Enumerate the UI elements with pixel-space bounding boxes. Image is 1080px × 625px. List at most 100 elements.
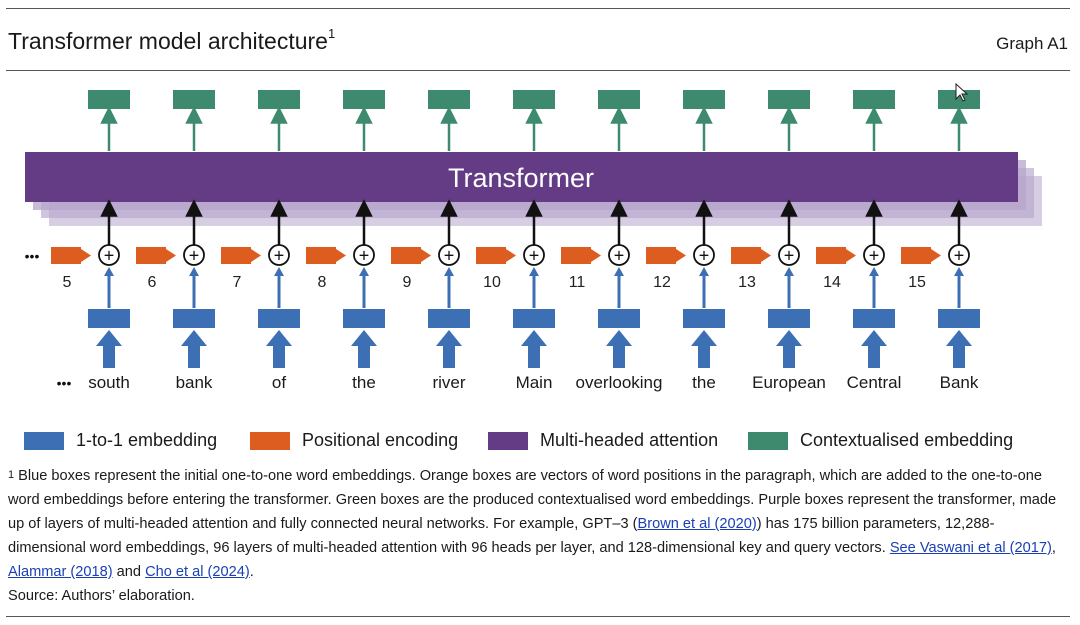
- contextualised-embedding-box: [853, 90, 895, 109]
- word-label: the: [352, 373, 376, 392]
- position-number: 15: [908, 274, 926, 291]
- word-arrow-head: [96, 330, 122, 346]
- plus-circle: [438, 244, 460, 266]
- contextualised-embedding-box: [768, 90, 810, 109]
- legend-item-embedding: 1-to-1 embedding: [24, 430, 217, 451]
- link-vaswani-2017[interactable]: See Vaswani et al (2017): [889, 540, 1052, 556]
- one-to-one-embedding-box: [683, 309, 725, 328]
- word-arrow-shaft: [783, 344, 795, 368]
- legend-swatch-embedding: [24, 431, 64, 450]
- positional-encoding-box: [221, 247, 251, 264]
- legend-item-contextualised: Contextualised embedding: [748, 430, 1013, 451]
- header-rule: [6, 70, 1070, 71]
- position-number: 13: [738, 274, 756, 291]
- link-brown-2020[interactable]: Brown et al (2020): [637, 516, 757, 532]
- contextualised-embedding-box: [513, 90, 555, 109]
- positional-arrow: [846, 249, 856, 262]
- plus-symbol: +: [104, 246, 115, 266]
- one-to-one-embedding-box: [598, 309, 640, 328]
- positional-encoding-box: [136, 247, 166, 264]
- plus-circle: [523, 244, 545, 266]
- word-arrow-shaft: [528, 344, 540, 368]
- position-number: 9: [403, 274, 412, 291]
- word-label: river: [432, 373, 465, 392]
- word-label: European: [752, 373, 826, 392]
- plus-symbol: +: [529, 246, 540, 266]
- legend-swatch-attention: [488, 431, 528, 450]
- positional-encoding-box: [561, 247, 591, 264]
- plus-symbol: +: [954, 246, 965, 266]
- embedding-arrowhead: [869, 267, 879, 276]
- word-arrow-shaft: [358, 344, 370, 368]
- word-arrow-shaft: [613, 344, 625, 368]
- embedding-arrowhead: [274, 267, 284, 276]
- link-cho-2024[interactable]: Cho et al (2024): [145, 564, 250, 580]
- bottom-rule: [6, 616, 1070, 617]
- position-number: 12: [653, 274, 671, 291]
- position-number: 5: [63, 274, 72, 291]
- contextualised-embedding-box: [258, 90, 300, 109]
- embedding-arrowhead: [954, 267, 964, 276]
- contextualised-embedding-box: [88, 90, 130, 109]
- one-to-one-embedding-box: [938, 309, 980, 328]
- legend-swatch-contextualised: [748, 431, 788, 450]
- plus-symbol: +: [614, 246, 625, 266]
- word-arrow-shaft: [103, 344, 115, 368]
- one-to-one-embedding-box: [343, 309, 385, 328]
- one-to-one-embedding-box: [768, 309, 810, 328]
- positional-arrow: [251, 249, 261, 262]
- link-alammar-2018[interactable]: Alammar (2018): [8, 564, 113, 580]
- plus-symbol: +: [189, 246, 200, 266]
- legend-swatch-positional: [250, 431, 290, 450]
- word-arrow-shaft: [698, 344, 710, 368]
- legend: 1-to-1 embedding Positional encoding Mul…: [0, 430, 1080, 456]
- word-arrow-head: [861, 330, 887, 346]
- word-arrow-shaft: [868, 344, 880, 368]
- plus-circle: [183, 244, 205, 266]
- word-label: Bank: [940, 373, 979, 392]
- positional-arrow: [761, 249, 771, 262]
- positional-encoding-box: [476, 247, 506, 264]
- position-number: 7: [233, 274, 242, 291]
- one-to-one-embedding-box: [88, 309, 130, 328]
- word-arrow-head: [606, 330, 632, 346]
- embedding-arrowhead: [189, 267, 199, 276]
- plus-symbol: +: [359, 246, 370, 266]
- transformer-layers: Transformer: [25, 152, 1042, 226]
- one-to-one-embedding-box: [428, 309, 470, 328]
- word-arrow-head: [351, 330, 377, 346]
- word-arrow-shaft: [443, 344, 455, 368]
- contextualised-embedding-box: [343, 90, 385, 109]
- legend-item-positional: Positional encoding: [250, 430, 458, 451]
- contextualised-embedding-box: [173, 90, 215, 109]
- source-note: Source: Authors’ elaboration.: [8, 588, 195, 604]
- positional-arrow: [591, 249, 601, 262]
- title-footnote-marker: 1: [327, 26, 336, 41]
- word-arrow-head: [266, 330, 292, 346]
- word-label: Central: [847, 373, 902, 392]
- ellipsis-positions: •••: [25, 248, 40, 264]
- positional-arrow: [166, 249, 176, 262]
- positional-arrow: [421, 249, 431, 262]
- plus-circle: [98, 244, 120, 266]
- word-arrow-head: [436, 330, 462, 346]
- positional-encoding-box: [901, 247, 931, 264]
- embedding-arrowhead: [614, 267, 624, 276]
- graph-title: Transformer model architecture1: [8, 26, 336, 54]
- positional-encoding-box: [51, 247, 81, 264]
- positional-arrow: [931, 249, 941, 262]
- plus-circle: [948, 244, 970, 266]
- plus-symbol: +: [784, 246, 795, 266]
- positional-encoding-box: [391, 247, 421, 264]
- positional-arrow: [336, 249, 346, 262]
- token-column: +7of: [221, 90, 300, 392]
- transformer-layer: [25, 152, 1018, 202]
